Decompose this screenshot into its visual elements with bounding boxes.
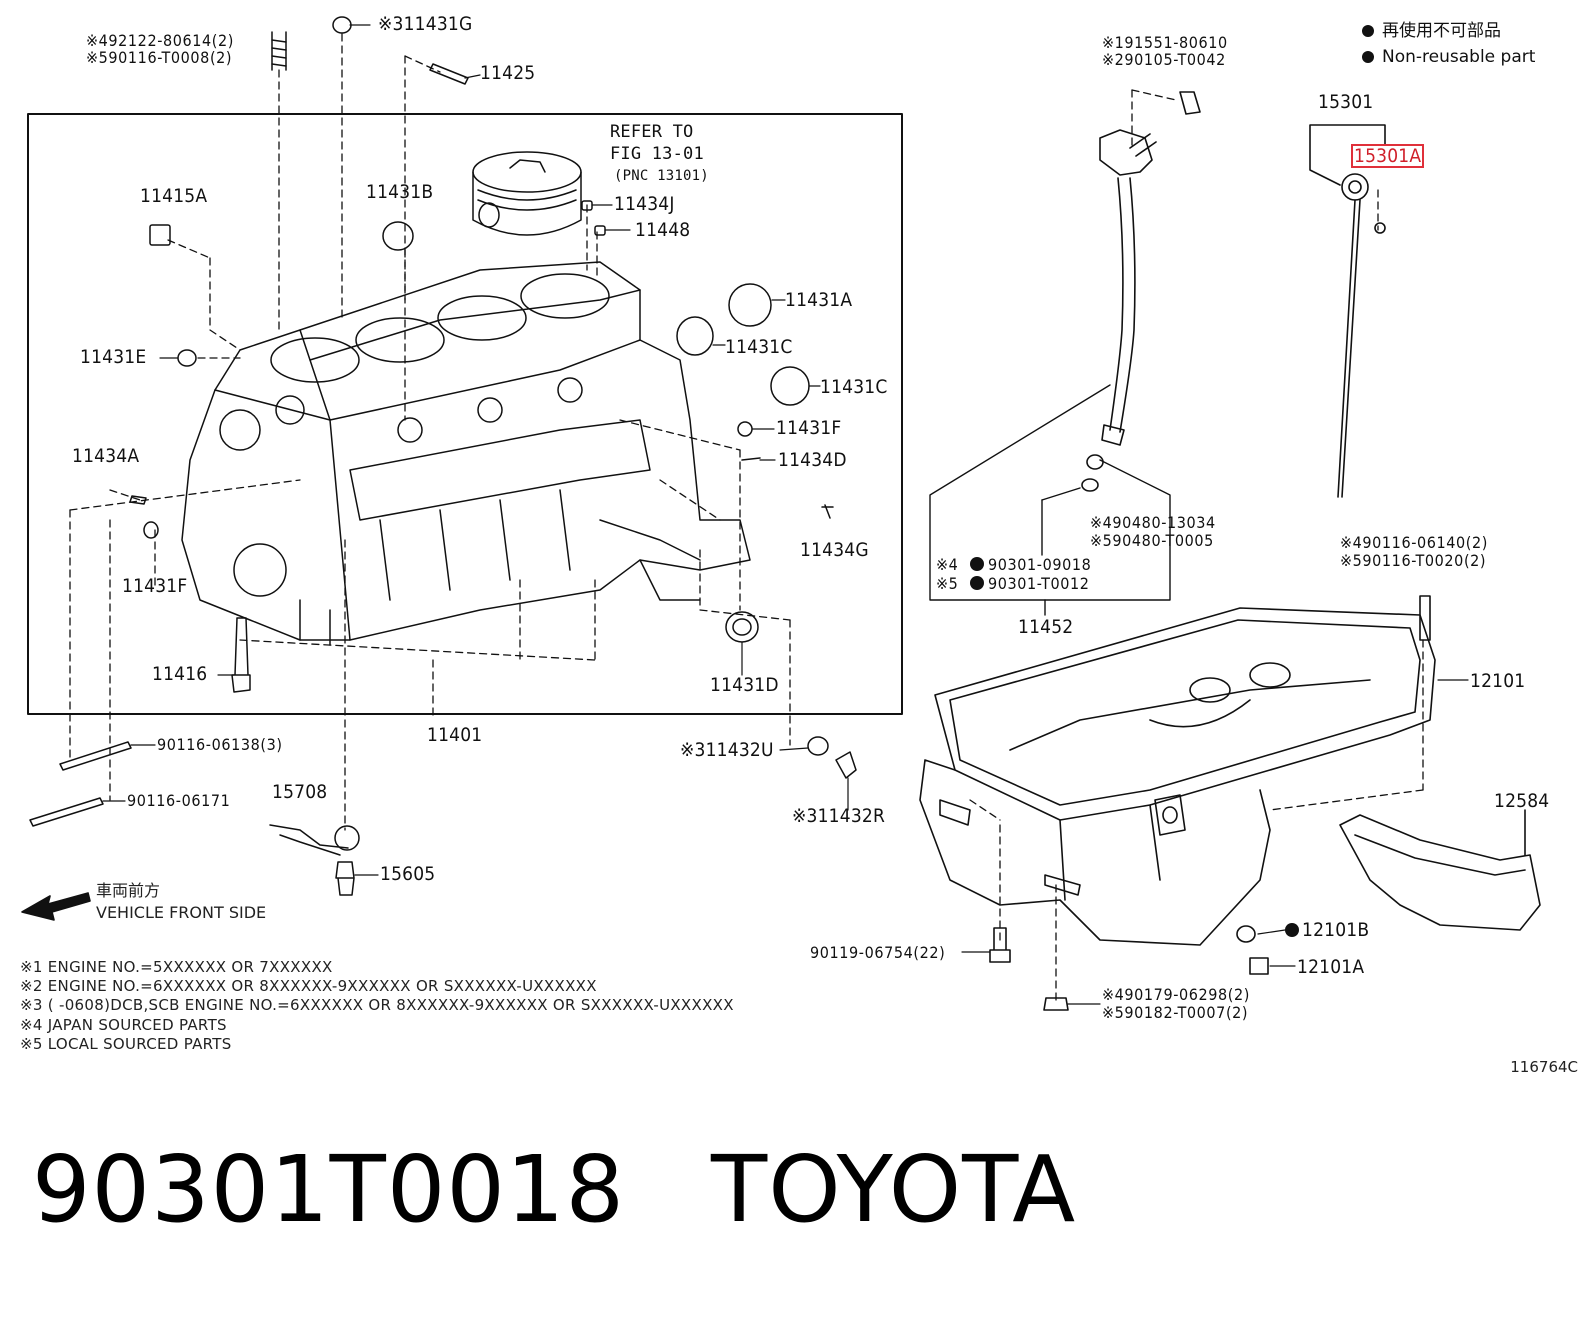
bracket-11452 <box>929 384 1171 616</box>
oil-pan <box>919 595 1436 1011</box>
footer-part-number: 90301T0018 <box>32 1136 625 1243</box>
legend: 再使用不可部品 Non-reusable part <box>1362 18 1535 70</box>
part-label[interactable]: 11431A <box>785 289 853 311</box>
part-label[interactable]: 11434G <box>800 539 869 561</box>
part-label[interactable]: 11431C <box>820 376 888 398</box>
note-5: ※5 LOCAL SOURCED PARTS <box>20 1035 232 1053</box>
part-label[interactable]: ※590182-T0007(2) <box>1102 1003 1249 1022</box>
non-reusable-dot-icon <box>1362 25 1374 37</box>
part-label[interactable]: ※191551-80610 <box>1102 33 1228 52</box>
part-label[interactable]: 12101B <box>1302 919 1370 941</box>
part-label[interactable]: 11434A <box>72 445 140 467</box>
dipstick <box>1309 124 1386 498</box>
part-label[interactable]: 11431F <box>122 575 188 597</box>
part-label: ※5 <box>936 574 959 593</box>
non-reusable-dot-icon <box>1362 51 1374 63</box>
part-label[interactable]: 12101A <box>1297 956 1365 978</box>
part-label[interactable]: 15708 <box>272 781 328 803</box>
dipstick-guide <box>1081 91 1201 492</box>
part-label[interactable]: 11401 <box>427 724 483 746</box>
part-label[interactable]: 11431C <box>725 336 793 358</box>
refer-line-1: REFER TO <box>610 122 694 142</box>
figure-id: 116764C <box>1510 1058 1578 1076</box>
part-label[interactable]: 90301-09018 <box>988 555 1092 574</box>
part-label: ※4 <box>936 555 959 574</box>
note-2: ※2 ENGINE NO.=6XXXXXX OR 8XXXXXX-9XXXXXX… <box>20 977 597 995</box>
part-label[interactable]: ※311432R <box>792 805 886 827</box>
part-label[interactable]: 90116-06138(3) <box>157 735 283 754</box>
refer-line-2: FIG 13-01 <box>610 144 704 164</box>
dashed-leaders <box>69 33 1424 1001</box>
part-label[interactable]: ※290105-T0042 <box>1102 50 1226 69</box>
part-label[interactable]: 11434D <box>778 449 847 471</box>
front-side-en: VEHICLE FRONT SIDE <box>96 903 267 922</box>
part-label[interactable]: 11416 <box>152 663 208 685</box>
front-arrow-icon <box>21 892 91 921</box>
part-label[interactable]: 11434J <box>614 193 675 215</box>
solid-leaders <box>102 24 1469 1005</box>
note-3: ※3 ( -0608)DCB,SCB ENGINE NO.=6XXXXXX OR… <box>20 996 734 1014</box>
part-label[interactable]: 15301 <box>1318 91 1374 113</box>
part-label[interactable]: 15605 <box>380 863 436 885</box>
piston <box>472 151 582 236</box>
note-1: ※1 ENGINE NO.=5XXXXXX OR 7XXXXXX <box>20 958 333 976</box>
part-label[interactable]: 11431E <box>80 346 147 368</box>
engine-block-frame <box>27 113 903 715</box>
part-label[interactable]: 11431B <box>366 181 434 203</box>
part-label[interactable]: 11431D <box>710 674 779 696</box>
part-label[interactable]: 11415A <box>140 185 208 207</box>
legend-en: Non-reusable part <box>1382 47 1536 67</box>
non-reusable-dots <box>970 557 1299 937</box>
part-label[interactable]: ※490116-06140(2) <box>1340 533 1488 552</box>
part-label[interactable]: 11452 <box>1018 616 1074 638</box>
part-label-highlighted[interactable]: 15301A <box>1350 144 1425 168</box>
note-4: ※4 JAPAN SOURCED PARTS <box>20 1016 227 1034</box>
vehicle-front-side: 車両前方 VEHICLE FRONT SIDE <box>96 880 266 924</box>
part-label[interactable]: 90116-06171 <box>127 791 231 810</box>
part-label[interactable]: ※311432U <box>680 739 774 761</box>
part-label[interactable]: ※490179-06298(2) <box>1102 985 1250 1004</box>
part-label[interactable]: ※590116-T0008(2) <box>86 48 233 67</box>
cylinder-block <box>181 261 751 646</box>
part-label[interactable]: 11448 <box>635 219 691 241</box>
part-label[interactable]: ※492122-80614(2) <box>86 31 234 50</box>
part-label[interactable]: 11431F <box>776 417 842 439</box>
footer-brand: TOYOTA <box>711 1136 1077 1243</box>
part-label[interactable]: ※590480-T0005 <box>1090 531 1214 550</box>
small-parts <box>29 16 857 896</box>
part-label[interactable]: ※590116-T0020(2) <box>1340 551 1487 570</box>
oil-baffle <box>1339 809 1541 931</box>
part-label[interactable]: ※490480-13034 <box>1090 513 1216 532</box>
part-label[interactable]: 12101 <box>1470 670 1526 692</box>
part-label[interactable]: ※311431G <box>378 13 473 35</box>
refer-line-3: (PNC 13101) <box>614 168 709 184</box>
legend-jp: 再使用不可部品 <box>1382 21 1501 41</box>
front-side-jp: 車両前方 <box>96 881 161 900</box>
part-label[interactable]: 90301-T0012 <box>988 574 1090 593</box>
part-label[interactable]: 11425 <box>480 62 536 84</box>
part-label[interactable]: 12584 <box>1494 790 1550 812</box>
part-label[interactable]: 90119-06754(22) <box>810 943 946 962</box>
